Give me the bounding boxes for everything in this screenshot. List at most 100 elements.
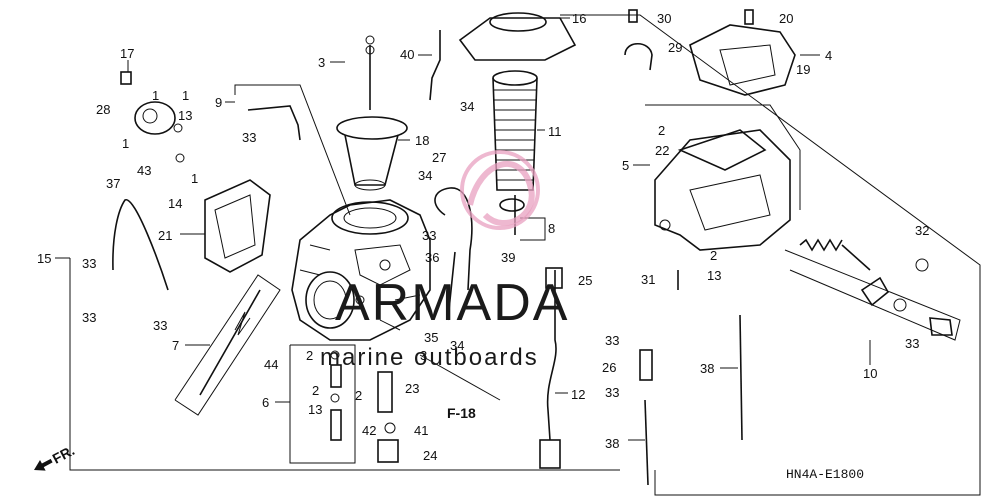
callout-l61: 26 [602,360,616,375]
jet-assembly-6 [330,350,342,441]
hose-9 [247,105,301,141]
needle-7 [199,289,261,396]
callout-l54: 6 [262,395,269,410]
ring-13 [173,123,183,133]
needle-holder [499,198,525,212]
jet-ring-a [330,350,340,360]
callout-l2: 1 [152,88,159,103]
cover-16-base [458,17,577,61]
pump-28-body [134,101,176,135]
callout-l23: 27 [432,150,446,165]
jet-24 [377,439,399,463]
pump-28-boss [142,108,158,124]
callout-l25: 16 [572,11,586,26]
callout-l5: 13 [178,108,192,123]
callout-l1: 17 [120,46,134,61]
callout-l47: 35 [424,330,438,345]
body-detail-1 [354,244,411,286]
screw-32 [915,258,929,272]
callout-l12: 15 [37,251,51,266]
adjuster-shaft [841,244,871,271]
callout-l20: 40 [400,47,414,62]
screw-20 [744,9,754,25]
washer-3b [365,45,375,55]
callout-l29: 36 [425,250,439,265]
callout-l55: 23 [405,381,419,396]
callout-l22: 18 [415,133,429,148]
callout-l57: 41 [414,423,428,438]
callout-l26: 11 [548,124,562,139]
body-screw-1 [379,259,391,271]
intake-bore [305,271,355,329]
reference-f18: F-18 [447,405,476,421]
callout-l33: 29 [668,40,682,55]
pump-28 [120,71,185,163]
frame-5 [645,104,801,210]
cap-10 [929,317,953,336]
callout-l37: 2 [658,123,665,138]
cable-12-wire [546,270,557,441]
hose-39 [434,187,473,291]
callout-l7: 43 [137,163,151,178]
callout-l32: 30 [657,11,671,26]
jet-23 [377,371,393,413]
frame-8-bracket [520,217,546,241]
callout-l49: 3 [420,348,427,363]
float-chamber-5 [654,129,791,251]
cover-16 [458,12,577,61]
callout-l17: 7 [172,338,179,353]
frame-15 [69,258,620,471]
chamber-inner [689,174,771,231]
callout-l36: 19 [796,62,810,77]
insulator-lower [354,179,386,191]
callout-l50: 2 [306,348,313,363]
diaphragm-top [492,70,538,86]
cover-4-outline [689,24,796,96]
clip-29 [624,42,653,71]
connector-plug [539,439,561,469]
insulator-top [336,116,408,140]
leader-f18 [419,354,501,401]
hose-36 [447,251,456,321]
callout-l19: 3 [318,55,325,70]
callout-l48: 34 [450,338,464,353]
adjuster-bracket [860,276,890,307]
frame-right-diagonal [560,14,981,496]
callout-l30: 39 [501,250,515,265]
cable-12 [539,267,563,469]
watermark-brand: ARMADA [335,274,569,332]
callout-l21: 34 [460,99,474,114]
body-detail-2 [299,244,421,331]
callout-l13: 33 [82,256,96,271]
callout-l4: 28 [96,102,110,117]
callout-l43: 32 [915,223,929,238]
callout-l45: 33 [905,336,919,351]
washer-10 [893,298,907,312]
frame-10 [784,249,961,341]
callout-l59: 12 [571,387,585,402]
gasket-22 [677,129,767,171]
body-screw-2 [355,295,365,305]
hose-37 [112,199,169,291]
jet-ring-b [330,393,340,403]
callout-l51: 2 [355,388,362,403]
callout-l9: 37 [106,176,120,191]
watermark-emblem-ring [460,150,540,230]
callout-l46: 10 [863,366,877,381]
spring-10 [799,238,843,252]
callout-l35: 4 [825,48,832,63]
cover-21 [204,179,271,273]
callout-l39: 5 [622,158,629,173]
callout-l14: 33 [153,318,167,333]
callout-l64: 38 [605,436,619,451]
jet-body-a [330,364,342,388]
insulator-body [344,134,399,186]
diaphragm-11 [492,70,538,191]
callout-l28: 33 [422,228,436,243]
callout-l31: 25 [578,273,592,288]
callout-l56: 42 [362,423,376,438]
pipe-40 [429,30,441,101]
